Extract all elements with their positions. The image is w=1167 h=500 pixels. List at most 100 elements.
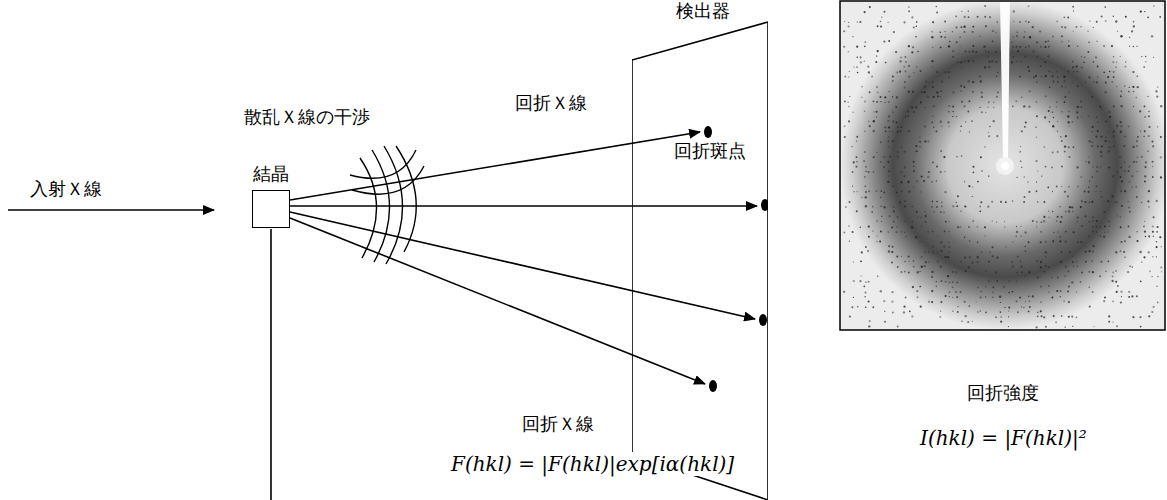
diffraction-dot <box>1065 231 1066 232</box>
diffraction-dot <box>888 250 890 252</box>
diffraction-dot <box>897 216 899 218</box>
diffraction-dot <box>911 205 913 207</box>
diffraction-dot <box>949 281 951 283</box>
diffraction-dot <box>1057 76 1059 78</box>
diffraction-dot <box>1067 270 1069 272</box>
diffraction-dot <box>901 191 903 193</box>
diffraction-dot <box>1072 6 1074 8</box>
diffraction-dot <box>1073 10 1074 11</box>
diffraction-dot <box>1124 136 1126 138</box>
diffraction-dot <box>1159 236 1161 238</box>
diffraction-dot <box>1016 300 1018 302</box>
diffraction-dot <box>1076 71 1078 73</box>
diffraction-dot <box>1052 111 1054 113</box>
diffraction-dot <box>1060 136 1062 138</box>
crystal-box: 結晶 <box>252 190 290 228</box>
diffraction-dot <box>1085 261 1087 263</box>
diffraction-dot <box>863 160 865 162</box>
diffraction-dot <box>1145 161 1147 163</box>
diffraction-dot <box>1061 86 1063 88</box>
diffraction-dot <box>933 105 935 107</box>
diffraction-dot <box>1096 166 1098 168</box>
diffraction-dot <box>1057 151 1059 153</box>
beam-label: 回折Ｘ線 <box>522 413 594 435</box>
diffraction-dot <box>1121 205 1123 207</box>
diffraction-dot <box>1016 177 1017 178</box>
diffraction-dot <box>883 41 885 43</box>
diffraction-dot <box>864 45 866 47</box>
diffraction-dot <box>913 186 914 187</box>
diffraction-dot <box>1092 291 1094 293</box>
diffraction-dot <box>848 102 849 103</box>
diffraction-dot <box>985 50 986 51</box>
diffraction-dot <box>927 96 929 98</box>
diffraction-dot <box>931 122 933 124</box>
diffraction-dot <box>893 206 895 208</box>
diffraction-dot <box>952 111 954 113</box>
diffraction-dot <box>1113 16 1114 17</box>
diffraction-dot <box>888 146 890 148</box>
diffraction-dot <box>971 261 973 263</box>
diffraction-dot <box>856 210 858 212</box>
diffraction-dot <box>1032 295 1034 297</box>
diffraction-dot <box>989 251 991 253</box>
diffraction-dot <box>1040 231 1042 233</box>
diffraction-dot <box>1023 176 1024 177</box>
diffraction-dot <box>1061 26 1063 28</box>
diffraction-dot <box>944 191 946 193</box>
diffraction-dot <box>1011 61 1013 63</box>
diffraction-dot <box>888 40 890 42</box>
diffraction-dot <box>1119 157 1120 158</box>
diffraction-dot <box>959 45 960 46</box>
diffraction-dot <box>993 101 995 103</box>
diffraction-dot <box>1148 206 1150 208</box>
diffraction-dot <box>913 111 915 113</box>
diffraction-dot <box>873 171 875 173</box>
diffraction-dot <box>936 206 938 208</box>
diffraction-dot <box>919 141 921 143</box>
diffraction-dot <box>992 220 993 221</box>
diffraction-dot <box>1013 56 1015 58</box>
diffraction-dot <box>899 60 901 62</box>
diffraction-dot <box>853 280 855 282</box>
diffraction-dot <box>871 211 873 213</box>
diffraction-dot <box>884 96 886 98</box>
diffraction-dot <box>1096 231 1097 232</box>
diffraction-dot <box>1081 272 1083 274</box>
diffraction-dot <box>853 161 855 163</box>
diffraction-dot <box>1157 126 1158 127</box>
diffraction-dot <box>913 166 914 167</box>
diffraction-dot <box>1044 46 1046 48</box>
diffraction-dot <box>924 211 926 213</box>
diffraction-dot <box>1108 146 1110 148</box>
diffraction-dot <box>853 191 854 192</box>
diffraction-dot <box>1060 261 1062 263</box>
diffraction-dot <box>1077 106 1079 108</box>
diffraction-dot <box>892 80 894 82</box>
diffraction-dot <box>1115 67 1117 69</box>
diffraction-dot <box>972 321 973 322</box>
diffraction-dot <box>1136 295 1138 297</box>
diffraction-dot <box>931 36 933 38</box>
diffraction-dot <box>952 281 953 282</box>
diffraction-dot <box>1113 202 1115 204</box>
diffracted-ray <box>290 218 705 384</box>
diffraction-dot <box>1125 61 1126 62</box>
diffraction-dot <box>1025 21 1026 22</box>
diffraction-dot <box>981 251 983 253</box>
diffraction-dot <box>1028 271 1030 273</box>
diffraction-dot <box>895 231 897 233</box>
diffraction-dot <box>1116 325 1118 327</box>
diffraction-dot <box>995 32 996 33</box>
diffraction-dot <box>1103 236 1105 238</box>
diffraction-dot <box>1043 316 1045 318</box>
diffraction-dot <box>1004 221 1005 222</box>
diffraction-dot <box>1120 226 1122 228</box>
diffraction-dot <box>892 140 894 142</box>
diffraction-dot <box>1049 106 1051 108</box>
diffraction-dot <box>864 185 866 187</box>
diffraction-dot <box>1093 27 1094 28</box>
diffraction-dot <box>1048 70 1050 72</box>
diffraction-dot <box>996 21 998 23</box>
diffraction-dot <box>1057 131 1058 132</box>
